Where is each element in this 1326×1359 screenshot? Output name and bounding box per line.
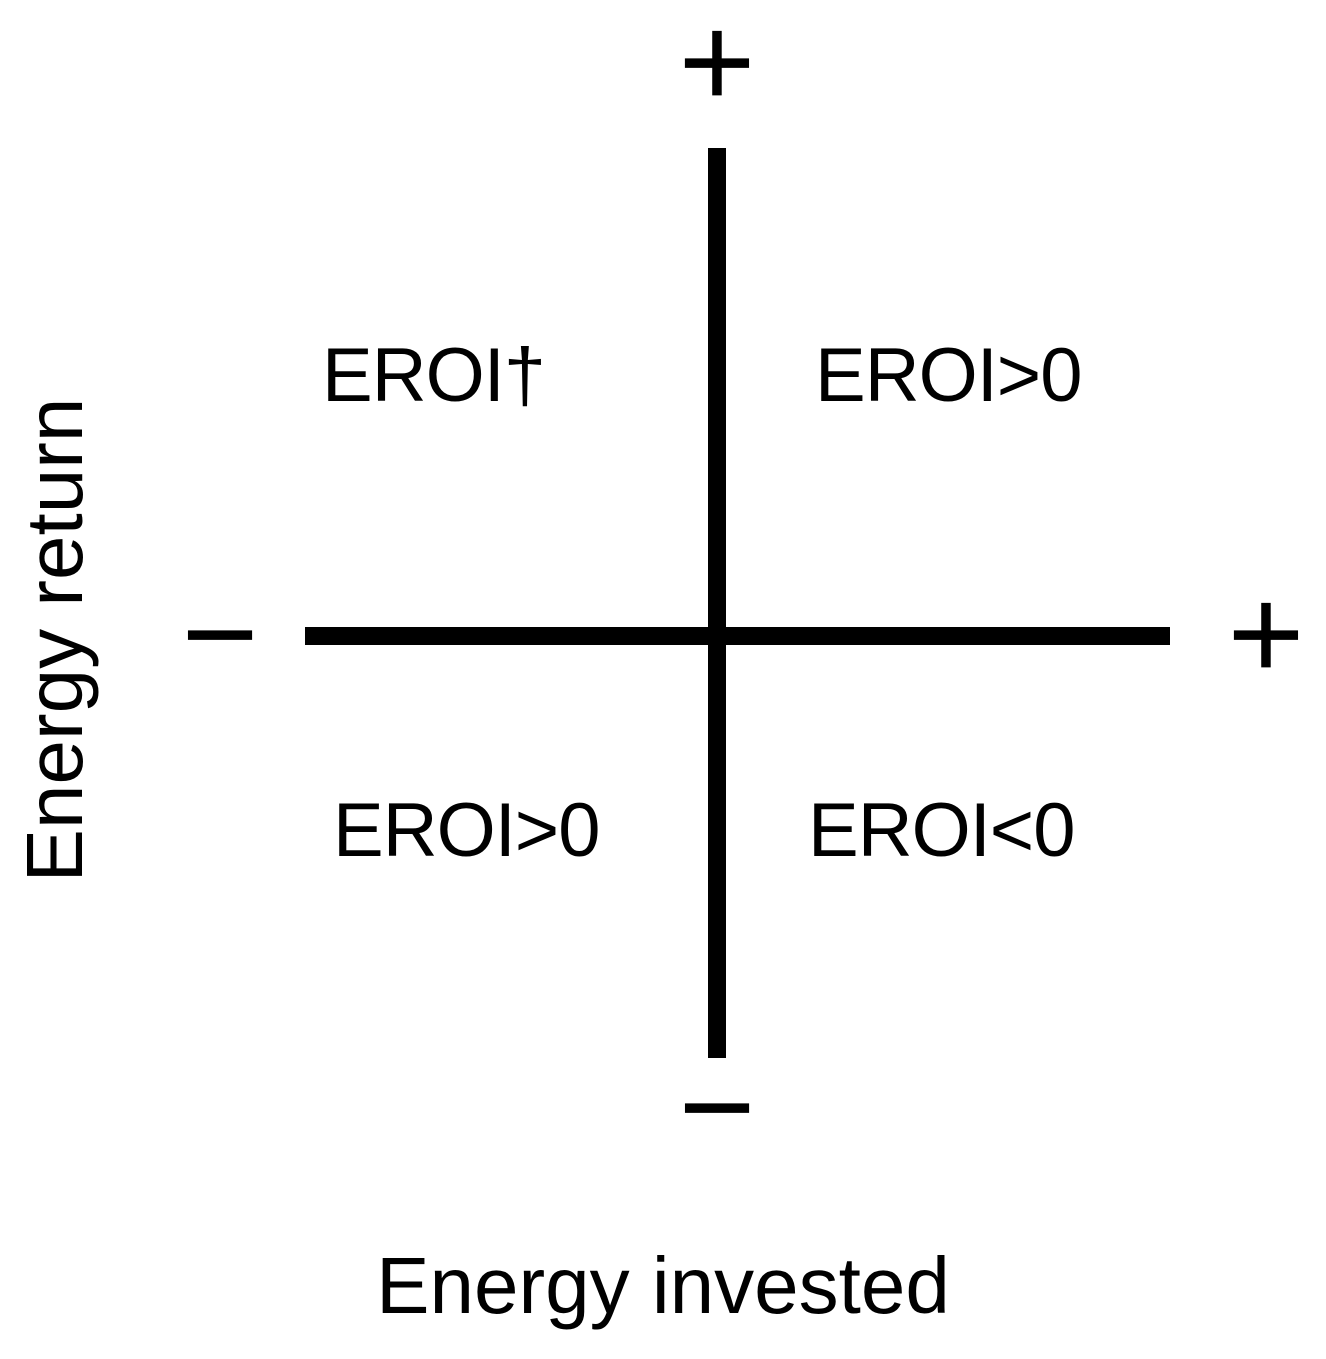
quadrant-label-bottom-left: EROI>0: [333, 788, 600, 873]
y-axis-positive-sign: +: [678, 0, 756, 135]
x-axis-line: [305, 627, 1170, 645]
quadrant-label-top-left: EROI†: [322, 333, 546, 418]
y-axis-negative-sign: −: [678, 1033, 756, 1180]
quadrant-label-top-right: EROI>0: [815, 333, 1082, 418]
x-axis-positive-sign: +: [1227, 560, 1305, 707]
x-axis-negative-sign: −: [181, 560, 259, 707]
quadrant-label-bottom-right: EROI<0: [808, 788, 1075, 873]
y-axis-title: Energy return: [10, 397, 99, 883]
x-axis-title: Energy invested: [376, 1241, 950, 1330]
y-axis-line: [708, 148, 726, 1058]
